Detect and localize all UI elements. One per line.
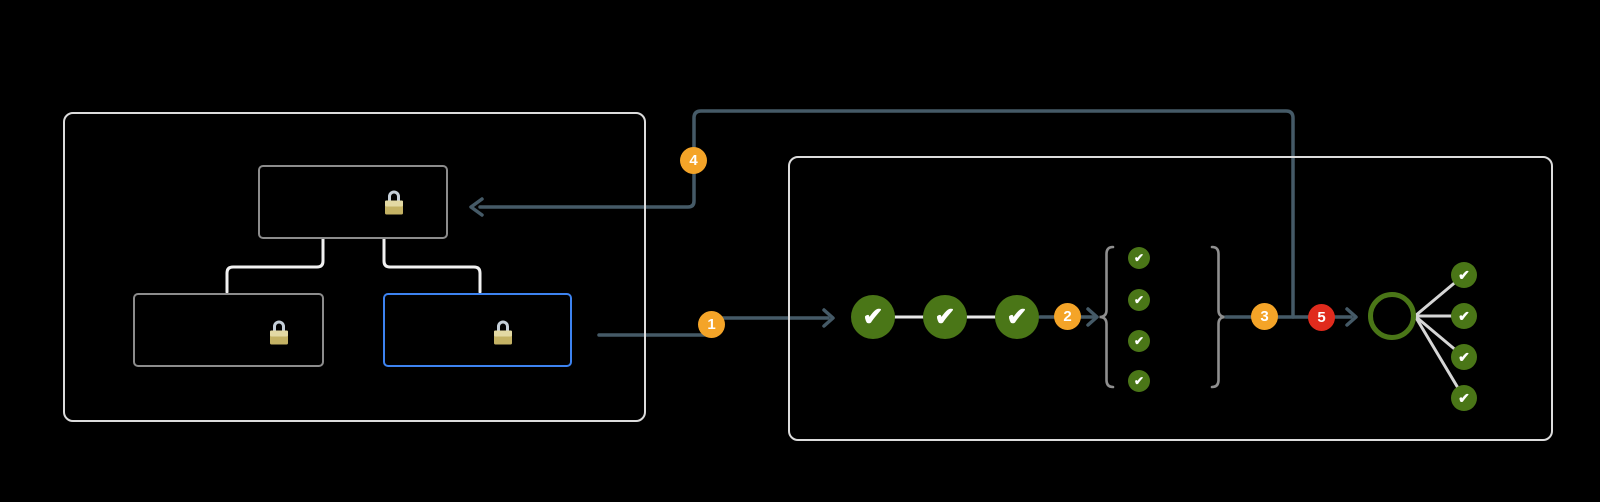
step-badge-4: 4 <box>680 147 707 174</box>
check-circle: ✔ <box>851 295 895 339</box>
check-circle: ✔ <box>1128 289 1150 311</box>
check-circle: ✔ <box>1451 385 1477 411</box>
check-icon: ✔ <box>1133 251 1145 265</box>
check-circle: ✔ <box>1128 370 1150 392</box>
feedback-loop-connector <box>469 109 1295 319</box>
lock-icon <box>494 320 512 345</box>
check-icon: ✔ <box>862 303 884 331</box>
check-icon: ✔ <box>934 303 956 331</box>
arrowhead-right-icon <box>1345 307 1358 327</box>
tree-connector-lines <box>225 237 482 294</box>
right-panel <box>788 156 1553 441</box>
check-circle: ✔ <box>1451 344 1477 370</box>
check-circle: ✔ <box>1451 262 1477 288</box>
locked-box-highlighted <box>383 293 572 367</box>
step-badge-5: 5 <box>1308 304 1335 331</box>
check-icon: ✔ <box>1458 389 1470 406</box>
check-icon: ✔ <box>1133 374 1145 388</box>
check-circle: ✔ <box>1128 330 1150 352</box>
arrowhead-left-icon <box>469 197 484 217</box>
check-icon: ✔ <box>1133 293 1145 307</box>
check-circle: ✔ <box>923 295 967 339</box>
outline-circle <box>1368 292 1416 340</box>
locked-box-top <box>258 165 448 239</box>
check-icon: ✔ <box>1458 348 1470 365</box>
arrowhead-right-icon <box>822 308 835 328</box>
lock-icon <box>385 190 403 215</box>
check-icon: ✔ <box>1458 266 1470 283</box>
step1-connector <box>597 308 835 337</box>
check-icon: ✔ <box>1133 334 1145 348</box>
locked-box-bottom-left <box>133 293 324 367</box>
brace-left <box>1099 245 1115 389</box>
lock-icon <box>270 320 288 345</box>
check-circle: ✔ <box>995 295 1039 339</box>
step-badge-1: 1 <box>698 311 725 338</box>
left-panel <box>63 112 646 422</box>
step-badge-2: 2 <box>1054 303 1081 330</box>
check-icon: ✔ <box>1458 307 1470 324</box>
check-circle: ✔ <box>1128 247 1150 269</box>
check-icon: ✔ <box>1006 303 1028 331</box>
check-circle: ✔ <box>1451 303 1477 329</box>
arrowhead-right-icon <box>1086 307 1099 327</box>
step-badge-3: 3 <box>1251 303 1278 330</box>
